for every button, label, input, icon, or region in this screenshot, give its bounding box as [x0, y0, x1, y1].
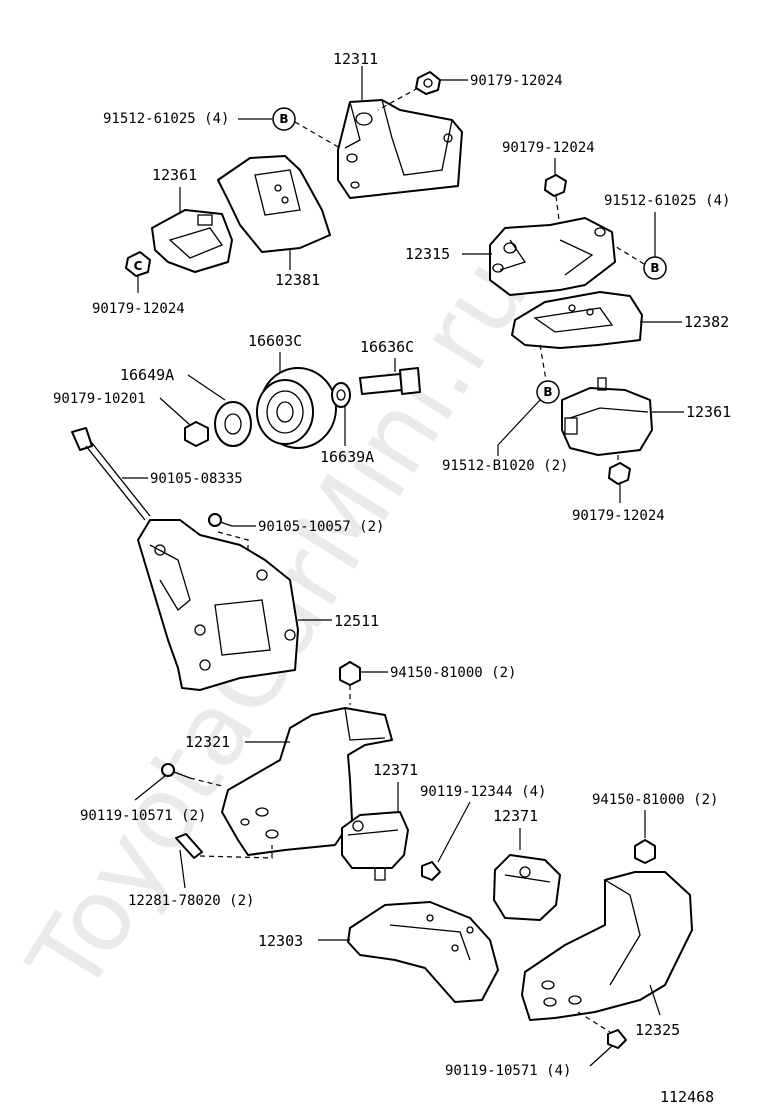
callout-b-right-top: B: [643, 256, 667, 280]
label-12361-left: 12361: [152, 166, 197, 184]
label-12303: 12303: [258, 932, 303, 950]
bracket-12321: [221, 707, 393, 856]
label-12382: 12382: [684, 313, 729, 331]
label-90179-12024-right-bottom: 90179-12024: [572, 508, 665, 524]
bolt-90119-12344: [421, 861, 441, 881]
pulley-16603C: [256, 367, 337, 449]
label-90179-12024-top: 90179-12024: [470, 73, 563, 89]
label-12311: 12311: [333, 50, 378, 68]
bolt-90119-10571-left: [161, 763, 191, 779]
nut-90179-12024-right-top: [544, 174, 567, 197]
pad-12382: [511, 291, 643, 349]
label-12511: 12511: [334, 612, 379, 630]
label-12371-right: 12371: [493, 807, 538, 825]
label-16636C: 16636C: [360, 338, 414, 356]
label-90179-12024-left: 90179-12024: [92, 301, 185, 317]
label-12281-78020: 12281-78020 (2): [128, 893, 254, 909]
bracket-12511: [137, 519, 299, 691]
bracket-12325: [521, 871, 693, 1021]
nut-90179-12024-top: [415, 71, 441, 95]
label-12381: 12381: [275, 271, 320, 289]
label-90179-12024-right-top: 90179-12024: [502, 140, 595, 156]
label-16649A: 16649A: [120, 366, 174, 384]
insulator-12361-left: [151, 209, 233, 273]
bracket-12303: [347, 901, 499, 1003]
label-12371-left: 12371: [373, 761, 418, 779]
washer-16639A: [331, 382, 351, 408]
label-12321: 12321: [185, 733, 230, 751]
label-90119-10571-bottom: 90119-10571 (4): [445, 1063, 571, 1079]
label-91512-B1020: 91512-B1020 (2): [442, 458, 568, 474]
label-94150-81000-mid: 94150-81000 (2): [390, 665, 516, 681]
label-12325: 12325: [635, 1021, 680, 1039]
svg-text:C: C: [134, 259, 143, 273]
callout-b-left: B: [272, 107, 296, 131]
bracket-12311: [337, 99, 463, 199]
diagram-id: 112468: [660, 1088, 714, 1106]
nut-90179-12024-left: C: [125, 251, 151, 277]
label-90119-12344: 90119-12344 (4): [420, 784, 546, 800]
insulator-12371-right: [493, 854, 561, 921]
nut-94150-81000-mid: [339, 661, 361, 686]
bolt-90105-08335: [71, 427, 151, 521]
nut-94150-81000-right: [634, 839, 656, 864]
insulator-12361-right: [561, 377, 653, 456]
label-16639A: 16639A: [320, 448, 374, 466]
nut-90179-10201: [184, 421, 209, 447]
bolt-16636C: [359, 367, 421, 395]
label-12361-right: 12361: [686, 403, 731, 421]
label-12315: 12315: [405, 245, 450, 263]
label-90105-08335: 90105-08335: [150, 471, 243, 487]
label-90119-10571-left: 90119-10571 (2): [80, 808, 206, 824]
label-90179-10201: 90179-10201: [53, 391, 146, 407]
label-91512-61025-right: 91512-61025 (4): [604, 193, 730, 209]
svg-text:B: B: [543, 385, 552, 399]
bolt-90119-10571-bottom: [607, 1029, 627, 1049]
spacer-16649A: [214, 401, 252, 447]
label-94150-81000-right: 94150-81000 (2): [592, 792, 718, 808]
bolt-90105-10057: [208, 513, 233, 527]
svg-text:B: B: [650, 261, 659, 275]
label-90105-10057: 90105-10057 (2): [258, 519, 384, 535]
label-16603C: 16603C: [248, 332, 302, 350]
label-91512-61025-left: 91512-61025 (4): [103, 111, 229, 127]
bracket-12315: [489, 217, 616, 296]
svg-text:B: B: [279, 112, 288, 126]
stud-12281-78020: [175, 833, 203, 859]
nut-90179-12024-right-bottom: [608, 462, 631, 485]
callout-b-right-bottom: B: [536, 380, 560, 404]
insulator-12371-left: [341, 811, 409, 881]
pad-12381: [217, 155, 331, 253]
